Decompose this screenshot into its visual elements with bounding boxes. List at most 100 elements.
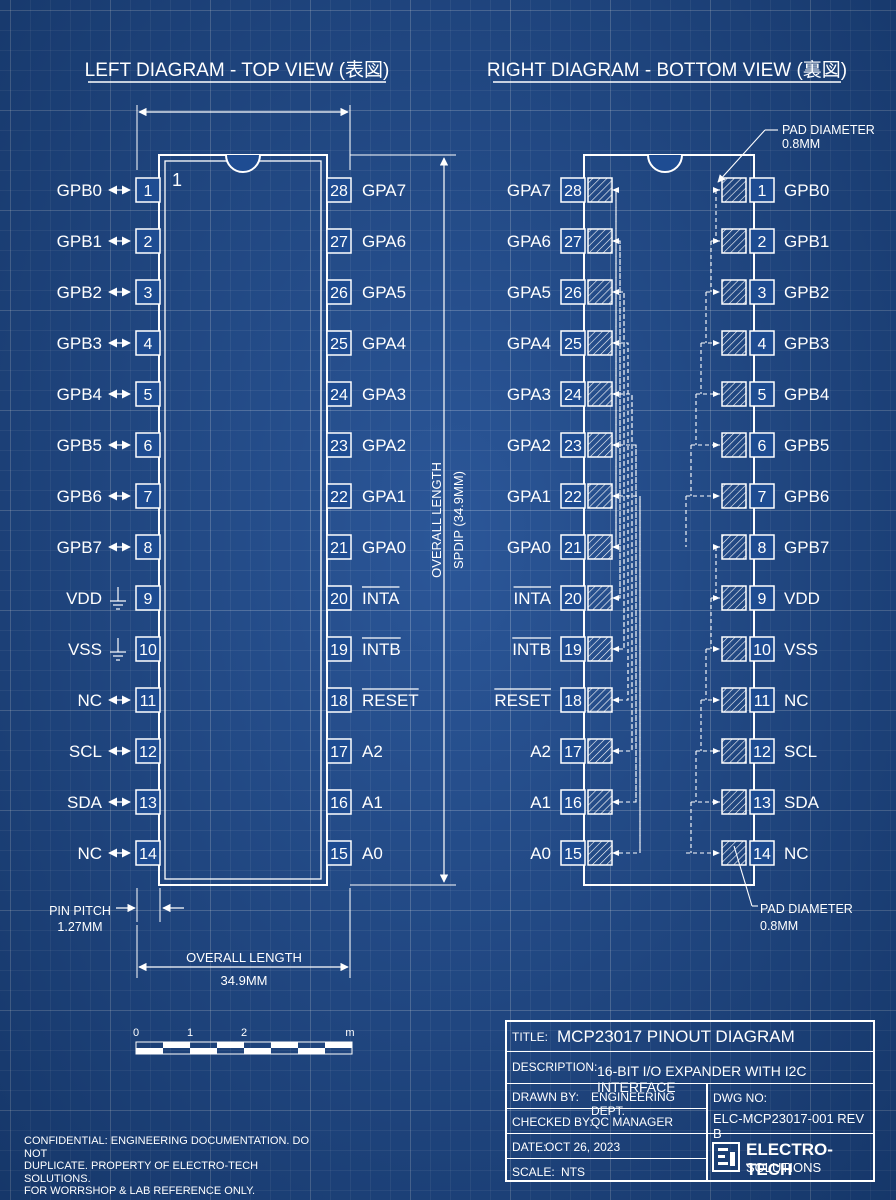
top-left-pin-box (135, 432, 161, 458)
bottom-left-pin-number: 27 (564, 234, 582, 251)
top-left-pin-box (135, 738, 161, 764)
confidential-line-1: CONFIDENTIAL: ENGINEERING DOCUMENTATION.… (24, 1135, 309, 1160)
bottom-left-pin-label: GPA7 (507, 181, 551, 200)
date-key: DATE: (512, 1140, 547, 1154)
top-left-pin-number: 13 (139, 795, 157, 812)
top-left-pin-number: 3 (144, 285, 153, 302)
scale-block (325, 1042, 352, 1048)
bottom-left-pin-box (560, 687, 586, 713)
bottom-left-pin-number: 24 (564, 387, 582, 404)
top-left-pin-label: GPB4 (57, 385, 102, 404)
bottom-right-pin-box (749, 432, 775, 458)
top-left-pin-number: 6 (144, 438, 153, 455)
bottom-left-pin-number: 20 (564, 591, 582, 608)
bottom-right-pin-label: SCL (784, 742, 817, 761)
scale-row: SCALE: NTS (507, 1159, 707, 1182)
trace-arrow-icon (713, 799, 720, 805)
bottom-left-pin-box (560, 738, 586, 764)
top-right-pin-box (326, 483, 352, 509)
top-left-pin-box (135, 687, 161, 713)
overall-length-dimension: OVERALL LENGTH 34.9MM (136, 888, 351, 988)
solder-pad (721, 738, 747, 764)
scale-value: NTS (561, 1165, 585, 1179)
top-right-pin-box (326, 330, 352, 356)
top-left-pin-number: 2 (144, 234, 153, 251)
top-right-pin-label: GPA1 (362, 487, 406, 506)
top-left-pin-label: GPB1 (57, 232, 102, 251)
top-left-pin-label: GPB6 (57, 487, 102, 506)
solder-pad (587, 279, 613, 305)
trace-arrow-icon (612, 391, 619, 397)
bottom-left-pin-label: GPA3 (507, 385, 551, 404)
bottom-right-pin-box (749, 840, 775, 866)
title-row: TITLE: MCP23017 PINOUT DIAGRAM (507, 1022, 873, 1052)
trace-arrow-icon (713, 595, 720, 601)
bottom-right-pin-box (749, 177, 775, 203)
top-right-pin-number: 17 (330, 744, 348, 761)
scale-tick-1: 1 (187, 1027, 193, 1039)
scale-tick-0: 0 (133, 1027, 139, 1039)
top-left-pin-label: NC (77, 844, 102, 863)
bottom-left-pin-number: 26 (564, 285, 582, 302)
bottom-right-pin-box (749, 789, 775, 815)
trace-arrow-icon (713, 340, 720, 346)
trace-line (612, 343, 629, 701)
pin-pitch-value: 1.27MM (57, 920, 102, 934)
pad-diameter-bottom-label: PAD DIAMETER (760, 902, 853, 916)
bottom-left-pin-label: A1 (530, 793, 551, 812)
top-right-pin-box (326, 840, 352, 866)
trace-arrow-icon (612, 238, 619, 244)
pad-diameter-callout-top: PAD DIAMETER 0.8MM (717, 123, 875, 183)
trace-line (612, 394, 633, 752)
vertical-length-dimension: OVERALL LENGTH SPDIP (34.9MM) (350, 154, 466, 886)
bottom-right-pin-box (749, 534, 775, 560)
bottom-right-pin-label: GPB4 (784, 385, 829, 404)
bottom-left-pin-label: GPA5 (507, 283, 551, 302)
solder-pad (587, 534, 613, 560)
trace-arrow-icon (612, 850, 619, 856)
bottom-left-pin-box (560, 228, 586, 254)
description-key: DESCRIPTION: (512, 1060, 598, 1074)
trace-arrow-icon (612, 289, 619, 295)
vertical-length-label: OVERALL LENGTH (429, 462, 444, 578)
solder-pad (587, 585, 613, 611)
bottom-right-pin-label: GPB6 (784, 487, 829, 506)
bottom-left-pin-label: GPA6 (507, 232, 551, 251)
top-left-pin-label: GPB7 (57, 538, 102, 557)
title-block-divider (706, 1084, 708, 1182)
top-left-pin-label: NC (77, 691, 102, 710)
bottom-right-pin-label: VDD (784, 589, 820, 608)
top-right-pin-label: GPA7 (362, 181, 406, 200)
bottom-left-pin-box (560, 432, 586, 458)
top-right-pin-number: 23 (330, 438, 348, 455)
pad-diameter-bottom-value: 0.8MM (760, 919, 798, 933)
pin-one-marker: 1 (172, 170, 182, 190)
pin-mapping-traces (612, 187, 720, 856)
bottom-left-pin-box (560, 483, 586, 509)
bottom-view-package (583, 154, 755, 886)
scale-block (298, 1048, 325, 1054)
top-left-pin-box (135, 330, 161, 356)
bottom-left-pin-number: 23 (564, 438, 582, 455)
vertical-package-label: SPDIP (34.9MM) (451, 471, 466, 569)
trace-arrow-icon (612, 544, 619, 550)
top-left-pin-number: 9 (144, 591, 153, 608)
top-left-pin-box (135, 840, 161, 866)
drawn-by-value: ENGINEERING DEPT. (591, 1090, 676, 1118)
checked-by-value: QC MANAGER (591, 1115, 674, 1129)
trace-arrow-icon (612, 340, 619, 346)
dwg-number-value: ELC-MCP23017-001 REV B (713, 1111, 865, 1141)
top-right-pin-box (326, 228, 352, 254)
bottom-right-pin-box (749, 381, 775, 407)
scale-block (163, 1042, 190, 1048)
scale-block (190, 1048, 217, 1054)
top-left-pin-box (135, 279, 161, 305)
bottom-right-pin-number: 13 (753, 795, 771, 812)
checked-by-key: CHECKED BY: (512, 1115, 593, 1129)
solder-pad (721, 789, 747, 815)
bottom-right-pin-label: NC (784, 844, 809, 863)
top-left-pin-box (135, 534, 161, 560)
bottom-right-pin-number: 9 (758, 591, 767, 608)
solder-pad (587, 483, 613, 509)
solder-pad (587, 381, 613, 407)
